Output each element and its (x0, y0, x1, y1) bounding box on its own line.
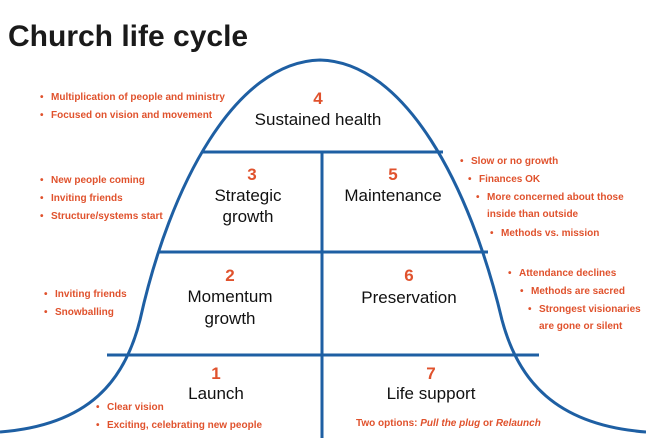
note-bullet: • (520, 286, 524, 297)
stage-3-note: New people coming (51, 175, 145, 186)
note-bullet: • (96, 420, 100, 431)
stage-4-note: Focused on vision and movement (51, 110, 213, 121)
stage-6-number: 6 (404, 266, 413, 285)
stage-5-note: Methods vs. mission (501, 228, 599, 239)
note-bullet: • (476, 192, 480, 203)
stage-6-note: Methods are sacred (531, 286, 625, 297)
stage-4-number: 4 (313, 89, 323, 108)
stage-3-label-line1: Strategic (214, 186, 282, 205)
note-bullet: • (490, 228, 494, 239)
note-bullet: • (468, 174, 472, 185)
page-title: Church life cycle (8, 20, 248, 53)
stage-3-note: Structure/systems start (51, 211, 163, 222)
stage-1-number: 1 (211, 364, 220, 383)
stage-5-label: Maintenance (344, 186, 441, 205)
note-bullet: • (528, 304, 532, 315)
stage-6-label: Preservation (361, 288, 456, 307)
stage-1-label: Launch (188, 384, 244, 403)
stage-1-note: Exciting, celebrating new people (107, 420, 262, 431)
note-bullet: • (44, 307, 48, 318)
note-bullet: • (96, 402, 100, 413)
stage-5-note: More concerned about those (487, 192, 624, 203)
stage-4-label: Sustained health (255, 110, 382, 129)
stage-7-note: Two options: Pull the plug or Relaunch (356, 418, 541, 429)
stage-5-note: inside than outside (487, 209, 579, 220)
stage-1-note: Clear vision (107, 402, 164, 413)
stage-4-note: Multiplication of people and ministry (51, 92, 225, 103)
stage-5-note: Finances OK (479, 174, 541, 185)
stage-2-note: Snowballing (55, 307, 114, 318)
stage-3-note: Inviting friends (51, 193, 123, 204)
note-bullet: • (508, 268, 512, 279)
stage-7-note-prefix: Two options: (356, 418, 420, 429)
stage-3-number: 3 (247, 165, 256, 184)
stage-7-label: Life support (387, 384, 476, 403)
stage-6-note: Strongest visionaries (539, 304, 641, 315)
stage-2-note: Inviting friends (55, 289, 127, 300)
stage-6-note: Attendance declines (519, 268, 617, 279)
stage-2-label-line1: Momentum (187, 287, 272, 306)
note-bullet: • (40, 211, 44, 222)
stage-5-number: 5 (388, 165, 397, 184)
note-bullet: • (44, 289, 48, 300)
note-bullet: • (40, 92, 44, 103)
stage-5-note: Slow or no growth (471, 156, 558, 167)
stage-6-note: are gone or silent (539, 321, 623, 332)
stage-7-option-pull-the-plug: Pull the plug (420, 418, 480, 429)
note-bullet: • (40, 193, 44, 204)
note-bullet: • (40, 110, 44, 121)
stage-2-number: 2 (225, 266, 234, 285)
note-bullet: • (460, 156, 464, 167)
stage-7-number: 7 (426, 364, 435, 383)
stage-3-label-line2: growth (222, 207, 273, 226)
stage-2-label-line2: growth (204, 309, 255, 328)
stage-7-option-relaunch: Relaunch (496, 418, 541, 429)
note-bullet: • (40, 175, 44, 186)
stage-7-note-or: or (480, 418, 496, 429)
